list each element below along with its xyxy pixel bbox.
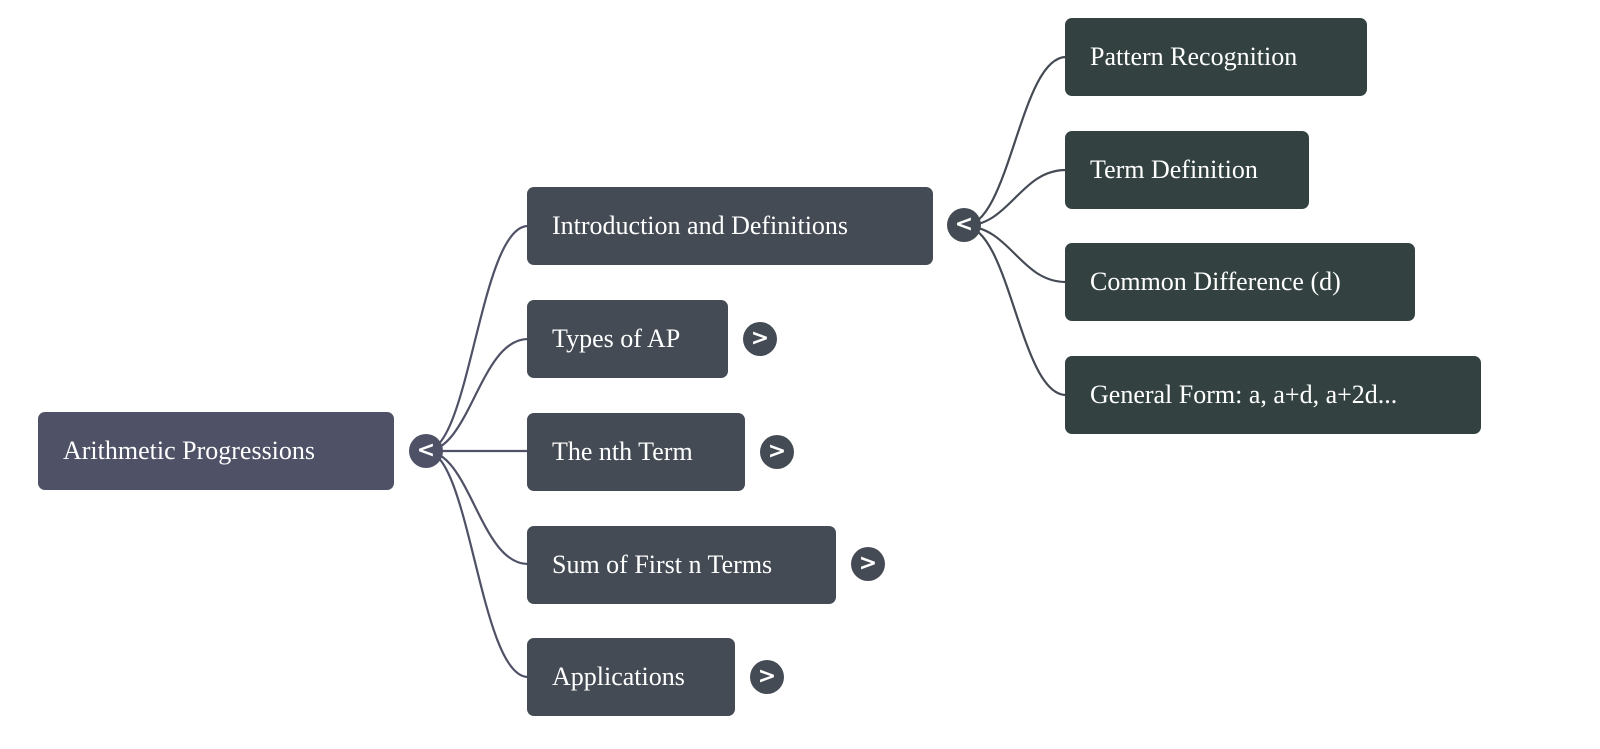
expand-toggle-sum[interactable]: > bbox=[851, 547, 885, 581]
collapse-toggle-root[interactable]: < bbox=[409, 434, 443, 468]
expand-toggle-nth-term[interactable]: > bbox=[760, 435, 794, 469]
node-common-difference[interactable]: Common Difference (d) bbox=[1065, 243, 1415, 321]
expand-toggle-applications[interactable]: > bbox=[750, 660, 784, 694]
node-label: General Form: a, a+d, a+2d... bbox=[1090, 380, 1398, 409]
node-label: The nth Term bbox=[552, 437, 693, 466]
link-root-to-sum bbox=[425, 449, 529, 566]
node-label: Introduction and Definitions bbox=[552, 211, 849, 240]
node-sum-of-first-n-terms[interactable]: Sum of First n Terms bbox=[527, 526, 836, 604]
chevron-right-icon: > bbox=[757, 664, 777, 689]
node-label: Applications bbox=[552, 662, 685, 691]
node-label: Term Definition bbox=[1090, 155, 1258, 184]
node-introduction-and-definitions[interactable]: Introduction and Definitions bbox=[527, 187, 933, 265]
node-label: Pattern Recognition bbox=[1090, 42, 1298, 71]
node-nth-term[interactable]: The nth Term bbox=[527, 413, 745, 491]
chevron-right-icon: > bbox=[767, 439, 787, 464]
link-root-to-introduction bbox=[425, 224, 529, 453]
node-label: Types of AP bbox=[552, 324, 681, 353]
node-label: Common Difference (d) bbox=[1090, 267, 1341, 296]
node-root[interactable]: Arithmetic Progressions bbox=[38, 412, 394, 490]
link-root-to-types bbox=[425, 337, 529, 453]
link-intro-to-pattern bbox=[963, 55, 1067, 228]
node-label: Sum of First n Terms bbox=[552, 550, 773, 579]
chevron-right-icon: > bbox=[750, 326, 770, 351]
node-types-of-ap[interactable]: Types of AP bbox=[527, 300, 728, 378]
link-root-to-applications bbox=[425, 449, 529, 679]
node-general-form[interactable]: General Form: a, a+d, a+2d... bbox=[1065, 356, 1481, 434]
node-term-definition[interactable]: Term Definition bbox=[1065, 131, 1309, 209]
node-pattern-recognition[interactable]: Pattern Recognition bbox=[1065, 18, 1367, 96]
expand-toggle-types-of-ap[interactable]: > bbox=[743, 322, 777, 356]
node-root-label: Arithmetic Progressions bbox=[63, 436, 316, 465]
chevron-left-icon: < bbox=[416, 438, 436, 463]
link-intro-to-general-form bbox=[963, 224, 1067, 397]
node-applications[interactable]: Applications bbox=[527, 638, 735, 716]
chevron-right-icon: > bbox=[858, 551, 878, 576]
chevron-left-icon: < bbox=[954, 212, 974, 237]
collapse-toggle-introduction[interactable]: < bbox=[947, 208, 981, 242]
